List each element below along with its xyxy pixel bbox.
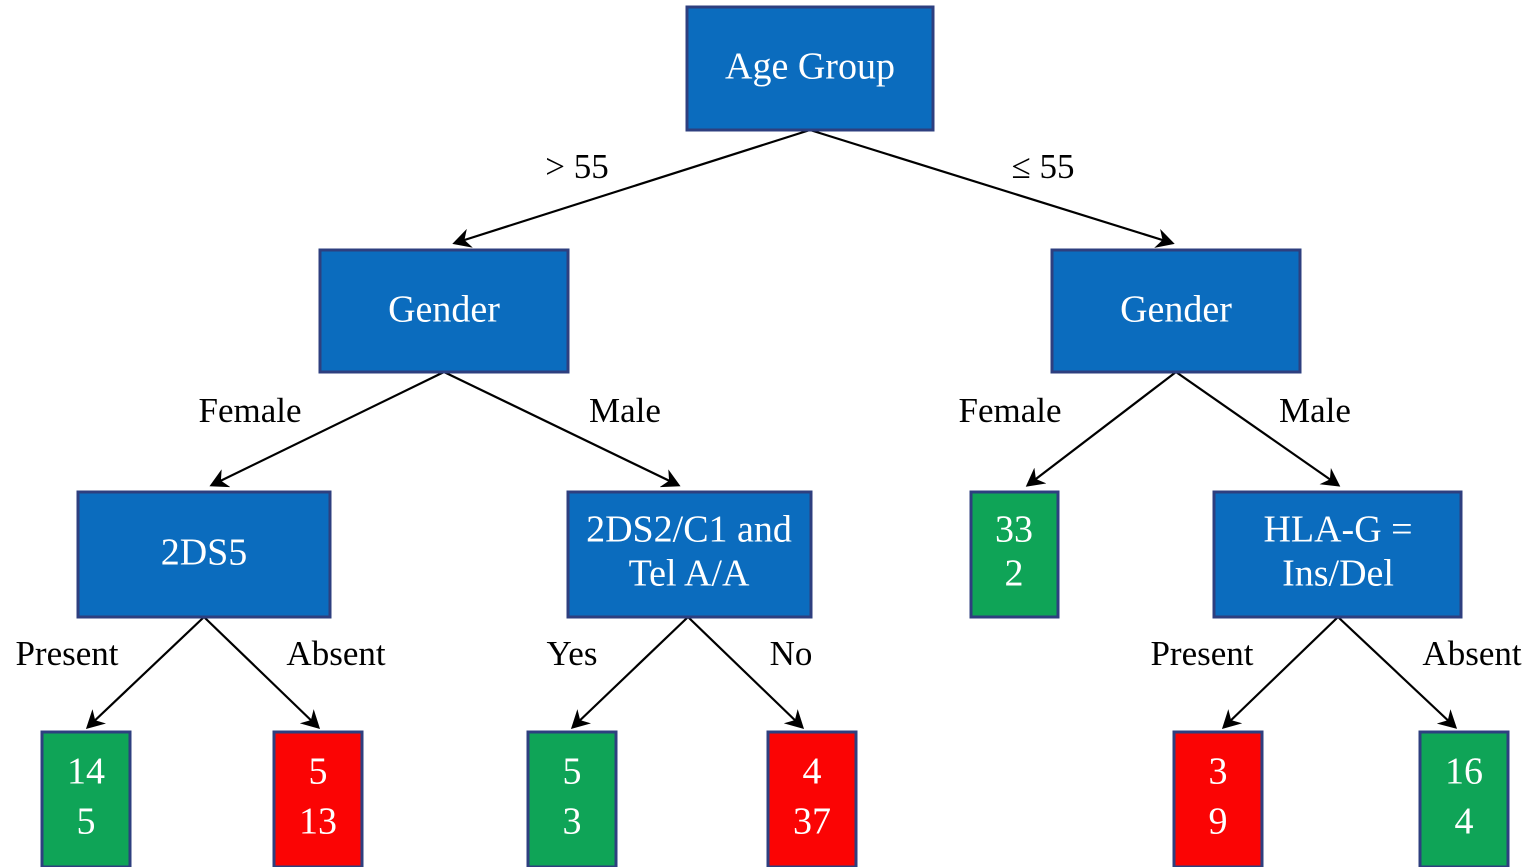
node-2ds5-box[interactable] [76, 490, 332, 619]
edge-2ds5-absent [203, 616, 321, 729]
node-gender-right-label: Gender [1120, 289, 1232, 331]
leaf-2ds5-present-top: 14 [67, 751, 105, 793]
leaf-2ds2c1-yes-box[interactable] [526, 730, 618, 867]
node-gender-left[interactable]: Gender [318, 248, 570, 374]
node-2ds2-c1-tel-aa-label-line2: Tel A/A [629, 553, 750, 595]
leaf-hlag-present-bottom: 9 [1209, 801, 1228, 843]
leaf-2ds2c1-no-box[interactable] [766, 730, 858, 867]
node-2ds2-c1-tel-aa[interactable]: 2DS2/C1 and Tel A/A [566, 490, 813, 619]
node-2ds2-c1-tel-aa-label-line1: 2DS2/C1 and [586, 509, 792, 551]
edge-hlag-present [1221, 616, 1339, 729]
leaf-2ds2c1-yes-bottom: 3 [563, 801, 582, 843]
edge-group-root: > 55 ≤ 55 [452, 128, 1175, 248]
leaf-2ds5-absent-bottom: 13 [299, 801, 337, 843]
leaf-2ds5-absent-top: 5 [309, 751, 328, 793]
edge-2ds2c1-yes [570, 616, 689, 729]
leaf-2ds5-present-box[interactable] [40, 730, 132, 867]
edge-root-to-gender-left [452, 128, 811, 248]
leaf-right-female-box[interactable] [969, 490, 1060, 619]
edge-group-2ds2c1: Yes No [547, 616, 813, 729]
edge-label-right-male: Male [1279, 391, 1351, 430]
node-age-group[interactable]: Age Group [685, 5, 935, 132]
edge-gender-right-to-leaf-33-2 [1025, 371, 1177, 487]
leaf-2ds2c1-no-top: 4 [803, 751, 822, 793]
edge-label-left-male: Male [589, 391, 661, 430]
leaf-right-female-bottom: 2 [1005, 553, 1024, 595]
edge-label-hlag-present: Present [1150, 634, 1253, 673]
node-hla-g[interactable]: HLA-G = Ins/Del [1212, 490, 1463, 619]
leaf-2ds5-present[interactable]: 14 5 [40, 730, 132, 867]
edge-label-2ds5-present: Present [15, 634, 118, 673]
edge-label-right-female: Female [958, 391, 1061, 430]
node-hla-g-label-line1: HLA-G = [1263, 509, 1412, 551]
edge-group-gender-left: Female Male [198, 371, 681, 488]
edge-gender-right-to-hlag [1175, 371, 1341, 487]
edge-label-2ds5-absent: Absent [286, 634, 385, 673]
leaf-2ds2c1-no[interactable]: 4 37 [766, 730, 858, 867]
node-gender-right[interactable]: Gender [1050, 248, 1302, 374]
node-gender-right-box[interactable] [1050, 248, 1302, 374]
leaf-hlag-absent-top: 16 [1445, 751, 1483, 793]
edge-label-2ds2c1-yes: Yes [547, 634, 598, 673]
edge-gender-left-to-2ds5 [209, 371, 445, 488]
leaf-hlag-present[interactable]: 3 9 [1172, 730, 1264, 867]
node-2ds2-c1-tel-aa-box[interactable] [566, 490, 813, 619]
edge-2ds5-present [85, 616, 205, 729]
node-age-group-label: Age Group [725, 46, 895, 88]
edge-label-hlag-absent: Absent [1422, 634, 1521, 673]
edge-group-gender-right: Female Male [958, 371, 1351, 487]
leaf-hlag-absent-box[interactable] [1418, 730, 1510, 867]
edge-gender-left-to-2ds2c1 [443, 371, 681, 488]
edge-hlag-absent [1337, 616, 1458, 729]
edge-label-left-female: Female [198, 391, 301, 430]
leaf-hlag-absent[interactable]: 16 4 [1418, 730, 1510, 867]
leaf-2ds2c1-no-bottom: 37 [793, 801, 831, 843]
node-2ds5-label: 2DS5 [161, 532, 248, 574]
node-gender-left-label: Gender [388, 289, 500, 331]
leaf-hlag-present-top: 3 [1209, 751, 1228, 793]
edge-label-2ds2c1-no: No [770, 634, 813, 673]
edge-label-age-gt-55: > 55 [545, 147, 609, 186]
leaf-2ds5-present-bottom: 5 [77, 801, 96, 843]
node-hla-g-box[interactable] [1212, 490, 1463, 619]
leaf-right-female[interactable]: 33 2 [969, 490, 1060, 619]
edge-label-age-le-55: ≤ 55 [1012, 147, 1075, 186]
node-hla-g-label-line2: Ins/Del [1282, 553, 1394, 595]
edge-root-to-gender-right [809, 128, 1175, 248]
leaf-2ds5-absent-box[interactable] [272, 730, 364, 867]
node-age-group-box[interactable] [685, 5, 935, 132]
leaf-right-female-top: 33 [995, 509, 1033, 551]
leaf-2ds5-absent[interactable]: 5 13 [272, 730, 364, 867]
node-2ds5[interactable]: 2DS5 [76, 490, 332, 619]
leaf-2ds2c1-yes-top: 5 [563, 751, 582, 793]
edge-group-2ds5: Present Absent [15, 616, 386, 729]
edge-group-hlag: Present Absent [1150, 616, 1522, 729]
edge-2ds2c1-no [687, 616, 805, 729]
leaf-2ds2c1-yes[interactable]: 5 3 [526, 730, 618, 867]
leaf-hlag-absent-bottom: 4 [1455, 801, 1474, 843]
leaf-hlag-present-box[interactable] [1172, 730, 1264, 867]
node-gender-left-box[interactable] [318, 248, 570, 374]
